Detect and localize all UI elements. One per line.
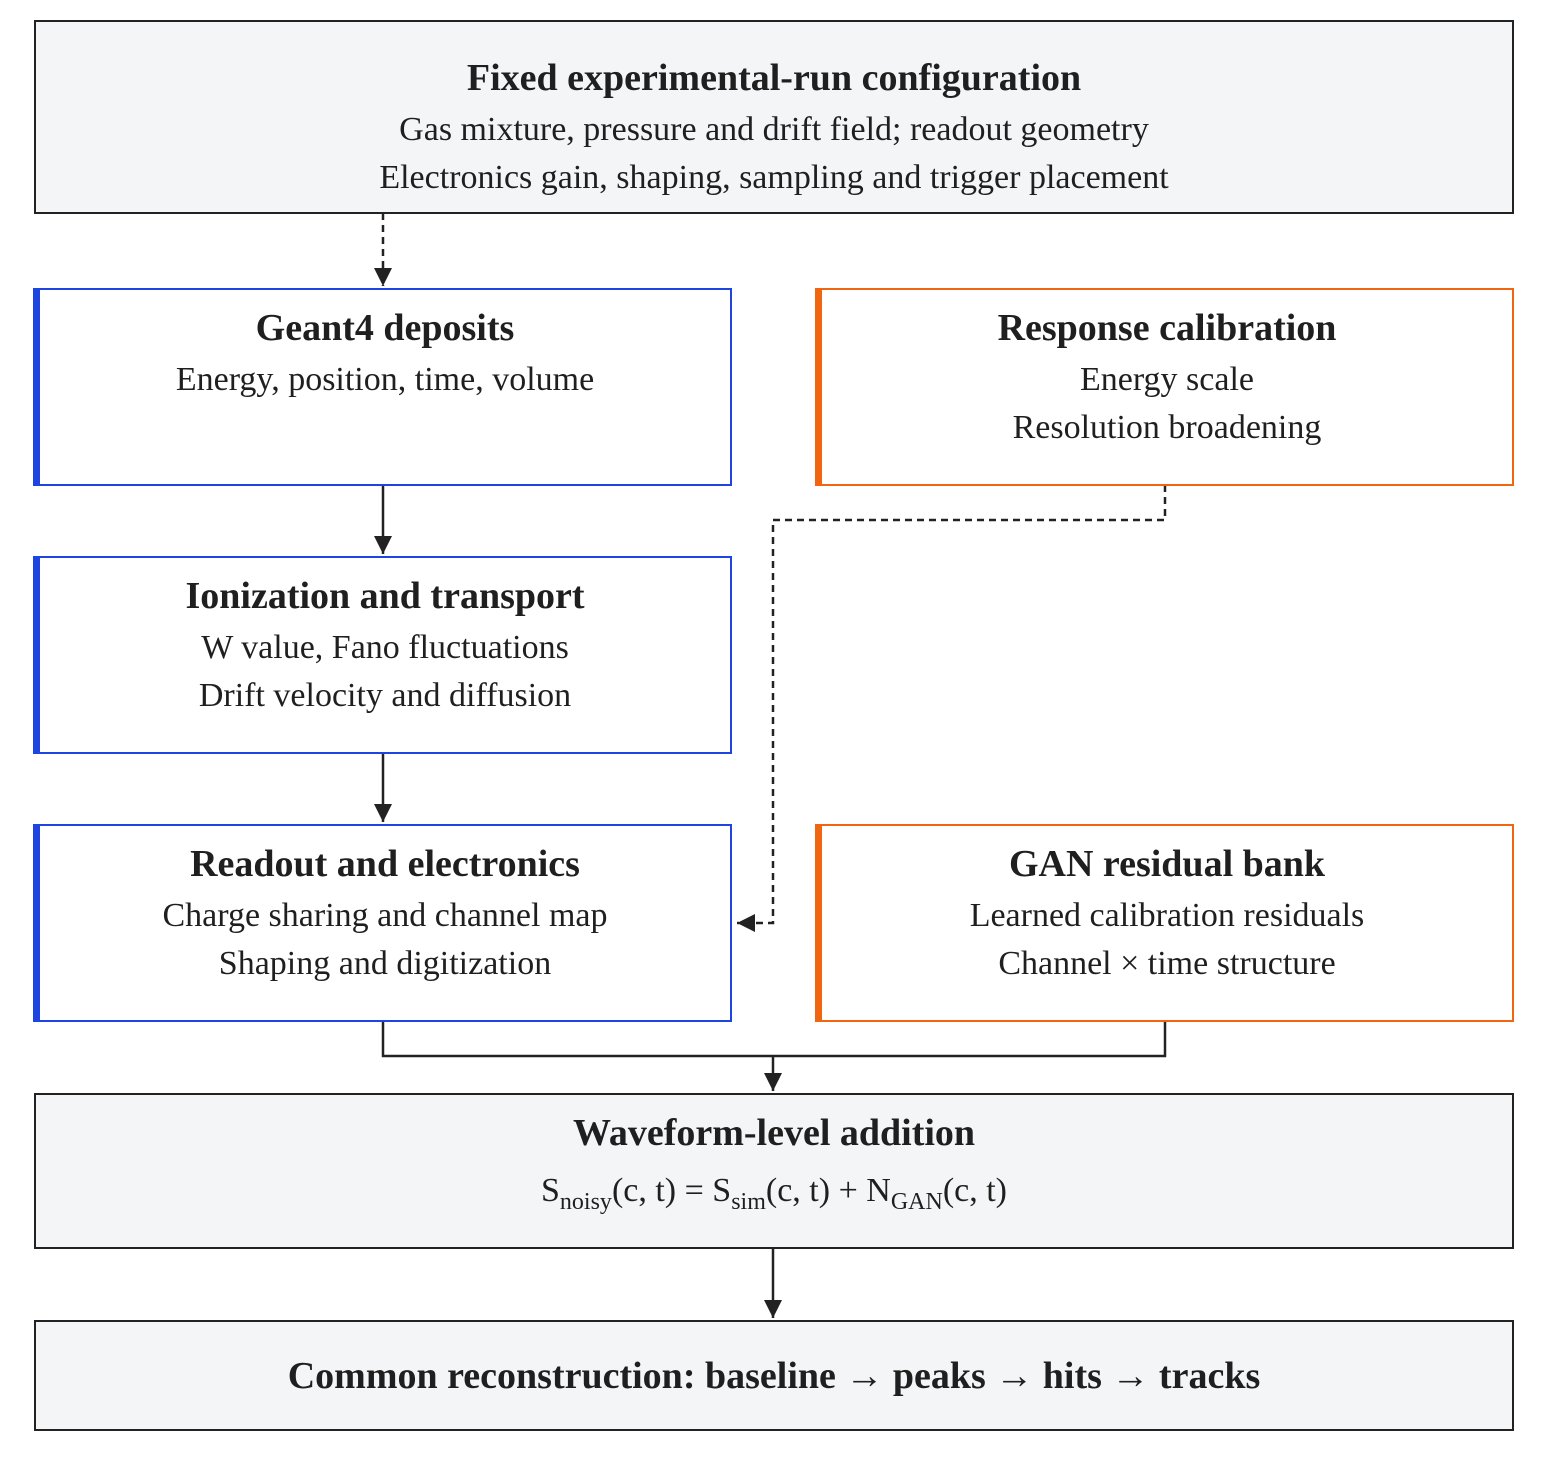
addition-box: Waveform-level addition Snoisy(c, t) = S… [34,1093,1514,1249]
geant4-title: Geant4 deposits [255,307,515,349]
addition-formula: Snoisy(c, t) = Ssim(c, t) + NGAN(c, t) [36,1167,1512,1215]
arrow-response-to-readout [737,485,1167,932]
formula-s: S [541,1172,560,1209]
ionization-line-1: W value, Fano fluctuations [201,629,569,666]
config-title: Fixed experimental-run configuration [466,57,1082,99]
reco-title: Common reconstruction: baseline → peaks … [287,1355,1261,1397]
gan-title: GAN residual bank [1008,843,1326,885]
formula-arg2: (c, t) + N [765,1172,891,1209]
ionization-line-2: Drift velocity and diffusion [198,677,572,714]
formula-arg3: (c, t) [942,1172,1007,1209]
response-title: Response calibration [997,307,1337,349]
gan-box: GAN residual bank Learned calibration re… [815,824,1514,1022]
formula-gan-sub: GAN [890,1189,943,1215]
readout-line-2: Shaping and digitization [218,945,552,982]
readout-line-1: Charge sharing and channel map [162,897,608,934]
ionization-title: Ionization and transport [185,575,585,617]
geant4-box: Geant4 deposits Energy, position, time, … [33,288,732,486]
config-line-1: Gas mixture, pressure and drift field; r… [399,111,1149,148]
readout-title: Readout and electronics [190,843,580,885]
response-box: Response calibration Energy scale Resolu… [815,288,1514,486]
formula-sim-sub: sim [731,1189,766,1215]
response-line-2: Resolution broadening [1012,409,1322,446]
config-line-2: Electronics gain, shaping, sampling and … [379,159,1169,196]
config-box: Fixed experimental-run configuration Gas… [34,20,1514,214]
reco-box: Common reconstruction: baseline → peaks … [34,1320,1514,1431]
response-line-1: Energy scale [1079,361,1255,398]
merge-line-readout [381,1021,1167,1058]
gan-line-1: Learned calibration residuals [969,897,1365,934]
addition-title: Waveform-level addition [572,1112,976,1154]
formula-arg1: (c, t) = S [611,1172,732,1209]
gan-line-2: Channel × time structure [998,945,1336,982]
ionization-box: Ionization and transport W value, Fano f… [33,556,732,754]
geant4-line-1: Energy, position, time, volume [175,361,595,398]
formula-noisy-sub: noisy [559,1189,612,1215]
readout-box: Readout and electronics Charge sharing a… [33,824,732,1022]
